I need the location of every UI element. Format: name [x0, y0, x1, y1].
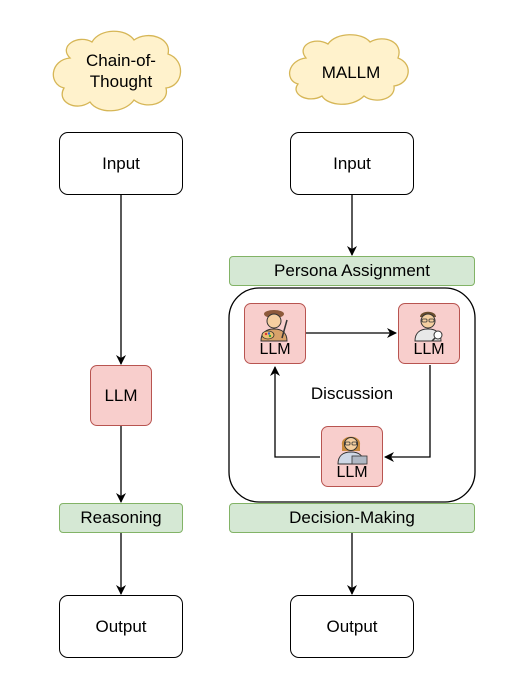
painter-icon: [260, 310, 288, 342]
cot-output-label: Output: [95, 616, 147, 636]
cot-llm-label: LLM: [104, 385, 138, 405]
reasoning-box: Reasoning: [59, 503, 183, 533]
arrow-agent2-to-agent3: [384, 365, 431, 462]
mallm-output-label: Output: [326, 616, 378, 636]
agent-llm-1: LLM: [244, 303, 306, 364]
decision-making-box: Decision-Making: [229, 503, 475, 533]
mallm-title: MALLM: [321, 63, 381, 82]
agent-3-label: LLM: [336, 464, 368, 481]
agent-llm-2: LLM: [398, 303, 460, 364]
cot-input-box: Input: [59, 132, 183, 195]
discussion-label: Discussion: [310, 384, 394, 403]
agent-llm-3: LLM: [321, 426, 383, 487]
cot-title: Chain-of- Thought: [86, 51, 156, 91]
mallm-input-label: Input: [333, 153, 371, 173]
cot-llm-box: LLM: [90, 365, 152, 426]
cot-output-box: Output: [59, 595, 183, 658]
reasoning-label: Reasoning: [80, 508, 162, 527]
persona-assignment-box: Persona Assignment: [229, 256, 475, 286]
arrow-agent3-to-agent1: [270, 366, 320, 458]
mallm-output-box: Output: [290, 595, 414, 658]
mallm-input-box: Input: [290, 132, 414, 195]
cot-cloud-shape: [52, 30, 182, 112]
discussion-container: [228, 287, 476, 503]
decision-making-label: Decision-Making: [289, 508, 415, 527]
analyst-icon: [337, 436, 368, 465]
scientist-icon: [414, 311, 443, 342]
agent-2-label: LLM: [413, 341, 445, 358]
persona-assignment-label: Persona Assignment: [274, 261, 430, 280]
cot-input-label: Input: [102, 153, 140, 173]
agent-1-label: LLM: [259, 341, 291, 358]
mallm-cloud-shape: [288, 34, 409, 105]
